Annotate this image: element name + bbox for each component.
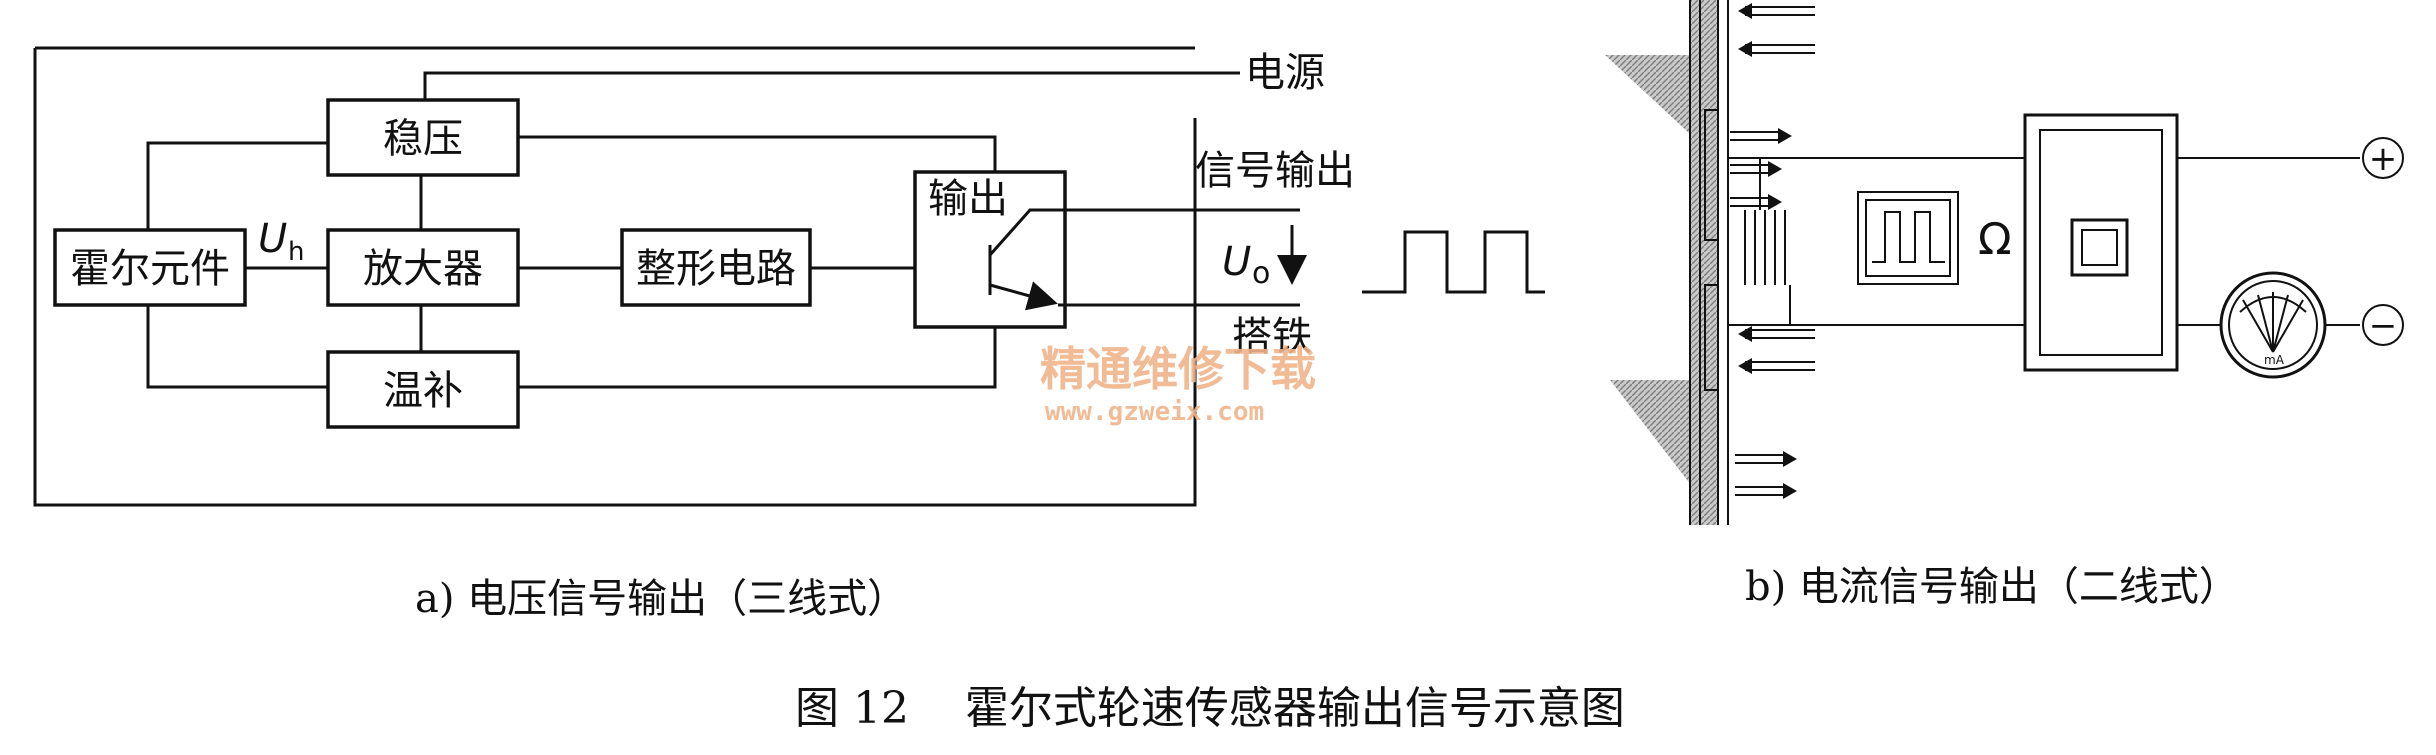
field-arrow-3 (1730, 131, 1780, 141)
controller-module (2023, 113, 2179, 372)
field-arrow-8 (1735, 454, 1785, 464)
watermark-url: www.gzweix.com (1045, 397, 1264, 427)
sensor-rails (1689, 0, 1729, 525)
waveform-trace (1872, 211, 1945, 263)
temp-comp-label: 温补 (383, 368, 463, 414)
panel-a: 电源 U h 霍尔元件 稳压 放大器 温补 (33, 46, 1545, 622)
ground-label: 搭铁 (1232, 314, 1312, 360)
shaping-circuit-label: 整形电路 (636, 246, 796, 292)
uo-subscript: o (1252, 256, 1270, 291)
field-arrow-6 (1745, 329, 1815, 339)
regulator-label: 稳压 (383, 116, 463, 162)
uh-label: U (258, 216, 287, 262)
field-arrow-4 (1730, 164, 1770, 174)
hall-to-tempcomp-wire (146, 305, 328, 389)
hall-element-label: 霍尔元件 (70, 246, 230, 292)
bus-connectors (1759, 158, 1791, 325)
plus-label: + (2369, 139, 2398, 179)
plus-terminal: + (2362, 137, 2404, 179)
panel-b-caption: b) 电流信号输出（二线式） (1745, 564, 2239, 610)
waveform-display (1857, 191, 1959, 285)
transistor-emitter (989, 281, 1058, 311)
tone-wheel-rim (1690, 0, 1718, 525)
amplifier-block: 放大器 (326, 228, 520, 307)
panel-a-caption: a) 电压信号输出（三线式） (415, 576, 907, 622)
figure-caption: 图 12 霍尔式轮速传感器输出信号示意图 (795, 683, 1625, 734)
temp-comp-block: 温补 (326, 350, 520, 429)
power-label: 电源 (1245, 50, 1325, 96)
hall-element-block: 霍尔元件 (53, 228, 247, 307)
field-arrow-9 (1735, 486, 1785, 496)
minus-label: − (2369, 306, 2398, 346)
shaping-circuit-block: 整形电路 (620, 228, 812, 307)
uo-label: U (1222, 239, 1251, 285)
panel-b: Ω + − mA b) 电流信号输出（二线式） (1605, 0, 2404, 610)
ohm-symbol: Ω (1978, 214, 2012, 265)
field-arrow-5 (1730, 197, 1770, 207)
amplifier-label: 放大器 (363, 246, 483, 292)
minus-terminal: − (2362, 304, 2404, 346)
field-arrow-2 (1745, 44, 1815, 54)
uh-subscript: h (288, 237, 304, 267)
hall-to-regulator-wire (146, 141, 328, 230)
output-block: 输出 (913, 170, 1300, 329)
signal-output-label: 信号输出 (1195, 148, 1355, 194)
sensor-bus-lines (1744, 210, 1786, 285)
tempcomp-to-output-wire (518, 305, 997, 389)
milliammeter: mA (2219, 271, 2327, 379)
watermark-text: 精通维修下载 (1040, 342, 1316, 396)
meter-unit-label: mA (2264, 353, 2285, 367)
square-wave (1362, 230, 1545, 294)
field-arrows (1730, 3, 1815, 499)
transistor-collector (988, 208, 1300, 256)
power-wire (423, 71, 1240, 100)
regulator-block: 稳压 (326, 98, 520, 177)
hall-chip-lower (1704, 284, 1719, 391)
field-arrow-1 (1745, 6, 1815, 16)
hall-chip-upper (1704, 109, 1719, 241)
meter-scale-arc (2239, 296, 2307, 313)
output-label: 输出 (928, 176, 1008, 222)
field-arrow-7 (1745, 361, 1815, 371)
watermark: 精通维修下载 www.gzweix.com (1040, 342, 1316, 427)
meter-needle-fan (2242, 292, 2304, 353)
sensor-enclosure (33, 46, 1197, 507)
